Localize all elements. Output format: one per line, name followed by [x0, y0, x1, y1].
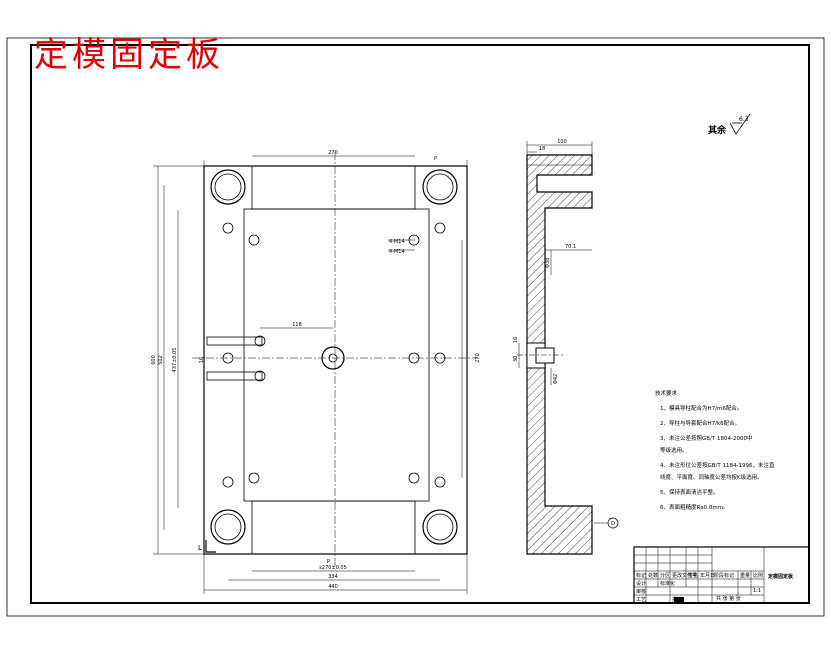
- tb-sheets: 共 张 第 张: [716, 595, 741, 602]
- hole-note-2: 4-M14: [389, 249, 405, 255]
- note-item: 6、表面粗糙度Ra0.8mm。: [660, 503, 729, 511]
- dim-right-height: 270: [475, 353, 481, 363]
- tb-check: 审核: [636, 588, 646, 595]
- dim-left-overall: 600: [151, 355, 157, 365]
- technical-notes: 技术要求 1、模具导柱配合为H7/m6配合。 2、导柱与导套配合H7/k6配合。…: [655, 389, 775, 511]
- dim-left-pitch: 437±0.05: [172, 348, 178, 373]
- tb-stage-mark: 阶段标记: [714, 572, 734, 579]
- roughness-symbol: 其余 6.3: [708, 113, 751, 136]
- side-dim-mid-left: 30: [513, 356, 519, 362]
- corner-label: L: [198, 544, 202, 552]
- side-dim-top-small: 18: [539, 146, 545, 152]
- tb-row-label: 年月日: [700, 572, 715, 579]
- note-item: 5、保持表面清洁平整。: [660, 488, 719, 496]
- title-block: [633, 546, 810, 604]
- centerlines: [192, 152, 478, 568]
- screw-body-top: [206, 336, 263, 346]
- screw-body-bottom: [206, 371, 263, 381]
- side-sprue-flange: [535, 347, 555, 364]
- tb-row-label: 分区: [660, 572, 670, 579]
- tb-part-name: 定模固定板: [767, 573, 794, 580]
- section-mark-bottom: P: [327, 559, 330, 565]
- note-item: 2、导柱与导套配合H7/k6配合。: [660, 419, 740, 427]
- side-dim-dia-a: Φ38: [545, 258, 551, 268]
- tb-process: 工艺: [636, 597, 646, 603]
- title-block-texts: 标记 处数 分区 更改文件号 签名 年月日 设计 标准化 审核 工艺 批准 阶段…: [636, 572, 794, 603]
- side-dim-top-width: 100: [557, 139, 567, 145]
- guide-hole-bl: [210, 509, 246, 545]
- note-item: 等级选用。: [660, 446, 688, 454]
- side-dim-texts: 100 18 70.1 Φ38 Φ42 16 30 D: [513, 139, 615, 527]
- side-dim-dia-b: Φ42: [553, 374, 559, 384]
- tb-standard: 标准化: [660, 580, 675, 587]
- guide-hole-tr: [422, 169, 458, 205]
- note-item: 线度、平面度、同轴度公差均按K级选用。: [660, 473, 763, 481]
- note-item: 3、未注公差按照GB/T 1804-2000中: [660, 434, 752, 442]
- side-view: [517, 141, 619, 555]
- dim-top-width: 270: [328, 150, 338, 156]
- drawing-title: 定模固定板: [34, 35, 224, 75]
- note-item: 4、未注形位公差按GB/T 1184-1996，未注直: [660, 461, 775, 469]
- front-dim-lines: [153, 155, 468, 594]
- dim-bottom-inner: ε270±0.05: [319, 565, 347, 571]
- side-dim-small-left: 16: [513, 337, 519, 343]
- top-slot: [251, 165, 416, 210]
- dim-bottom-overall: 440: [328, 584, 338, 590]
- dim-hole-offset: 118: [292, 322, 302, 328]
- tb-approve: 批准: [672, 596, 682, 603]
- note-item: 1、模具导柱配合为H7/m6配合。: [660, 404, 742, 412]
- tb-row-label: 标记: [636, 572, 646, 579]
- tb-weight: 重量: [740, 572, 750, 579]
- tb-row-label: 签名: [688, 572, 698, 579]
- side-dim-step: 70.1: [565, 244, 576, 250]
- section-mark-top: P: [434, 156, 437, 162]
- inner-frame: [30, 44, 810, 604]
- tb-row-label: 更改文件号: [672, 572, 697, 579]
- roughness-label: 其余: [708, 124, 727, 136]
- plate-outline: [203, 165, 468, 555]
- tb-ratio: 比例: [753, 572, 763, 579]
- notes-heading: 技术要求: [655, 389, 678, 397]
- bottom-slot: [251, 500, 416, 555]
- dim-left-inner: 502: [158, 355, 164, 365]
- datum-label: D: [611, 521, 615, 527]
- outer-border: [6, 37, 825, 617]
- roughness-value: 6.3: [739, 116, 749, 123]
- tb-scale: 1:1: [753, 588, 761, 594]
- guide-hole-tl: [210, 169, 246, 205]
- tb-design: 设计: [636, 580, 646, 587]
- dim-bottom-mid: 334: [328, 574, 338, 580]
- front-view: [153, 152, 478, 594]
- tb-row-label: 处数: [648, 572, 658, 579]
- guide-hole-br: [422, 509, 458, 545]
- dim-small: 16: [199, 357, 205, 363]
- front-dim-texts: 270 P P ε270±0.05 334 440 600 502 437±0.…: [151, 150, 481, 590]
- screw-holes: [222, 222, 446, 488]
- side-section-hatch: [526, 154, 593, 555]
- hole-note-1: 4-M14: [389, 239, 405, 245]
